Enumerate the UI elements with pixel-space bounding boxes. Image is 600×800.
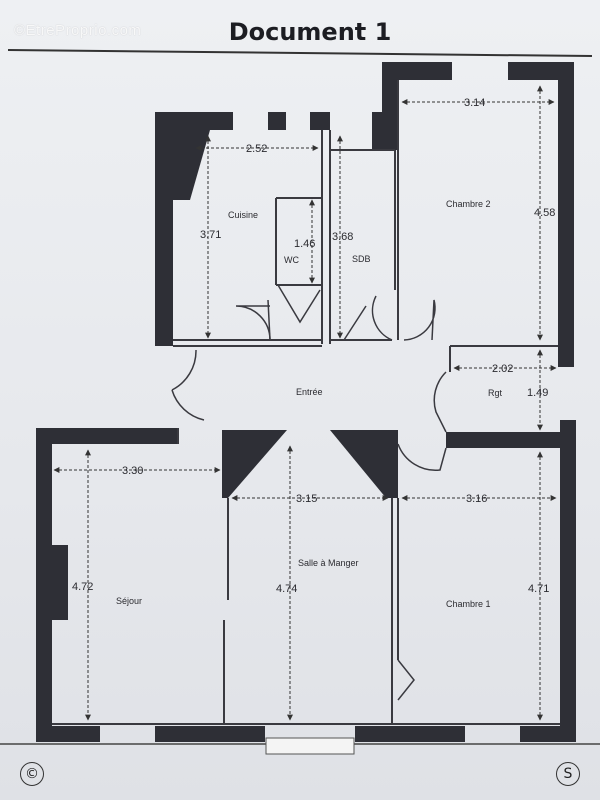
copyright-icon: © — [20, 762, 44, 786]
walls — [36, 62, 576, 742]
room-labels: Cuisine WC SDB Chambre 2 Entrée Rgt Séjo… — [116, 199, 503, 609]
dim-cuisine-height: 3.71 — [200, 229, 221, 241]
dim-salle-height: 4.74 — [276, 583, 297, 595]
room-label-entree: Entrée — [296, 387, 323, 397]
interior-walls — [52, 80, 560, 725]
column-left — [222, 430, 287, 498]
dim-sejour-width: 3.30 — [122, 465, 143, 477]
dim-rgt-width: 2.02 — [492, 363, 513, 375]
s-circle-icon: S — [556, 762, 580, 786]
watermark-text: ©EtreProprio.com — [14, 22, 142, 39]
wall-ch2-notch — [372, 112, 398, 150]
dim-chambre2-width: 3.14 — [464, 97, 485, 109]
dim-salle-width: 3.15 — [296, 493, 317, 505]
bottom-tape-strip — [265, 737, 355, 755]
wall-bottom-2 — [155, 726, 265, 742]
dimension-lines — [53, 85, 557, 721]
wall-kitchen-left — [155, 112, 173, 346]
wall-right-lower — [560, 420, 576, 742]
wall-ch2-top-left — [382, 62, 452, 80]
column-right — [330, 430, 398, 498]
door-swings — [171, 284, 447, 701]
room-label-chambre2: Chambre 2 — [446, 199, 491, 209]
wall-sejour-bump — [36, 545, 68, 620]
dim-chambre1-height: 4.71 — [528, 583, 549, 595]
wall-bottom-1 — [36, 726, 100, 742]
dim-sdb-height: 3.68 — [332, 231, 353, 243]
dim-wc-height: 1.46 — [294, 238, 315, 250]
dim-rgt-height: 1.49 — [527, 387, 548, 399]
wall-rgt-bottom — [446, 432, 576, 448]
dim-sejour-height: 4.72 — [72, 581, 93, 593]
room-label-wc: WC — [284, 255, 299, 265]
room-label-salle-a-manger: Salle à Manger — [298, 558, 359, 568]
wall-bottom-3 — [355, 726, 465, 742]
room-label-sejour: Séjour — [116, 596, 142, 606]
wall-kitchen-post2 — [310, 112, 330, 130]
room-label-cuisine: Cuisine — [228, 210, 258, 220]
room-label-rgt: Rgt — [488, 388, 503, 398]
wall-sejour-top — [36, 428, 178, 444]
dim-chambre2-height: 4.58 — [534, 207, 555, 219]
wall-kitchen-post1 — [268, 112, 286, 130]
dim-chambre1-width: 3.16 — [466, 493, 487, 505]
wall-ch2-top-right — [508, 62, 574, 80]
wall-ch2-right — [558, 62, 574, 367]
document-title: Document 1 — [228, 18, 392, 46]
room-label-sdb: SDB — [352, 254, 371, 264]
wall-kitchen-corner — [173, 130, 210, 200]
wall-kitchen-top — [155, 112, 233, 130]
room-label-chambre1: Chambre 1 — [446, 599, 491, 609]
dim-cuisine-width: 2.52 — [246, 143, 267, 155]
dimension-labels: 2.52 3.71 1.46 3.68 3.14 4.58 2.02 1.49 … — [72, 97, 555, 595]
